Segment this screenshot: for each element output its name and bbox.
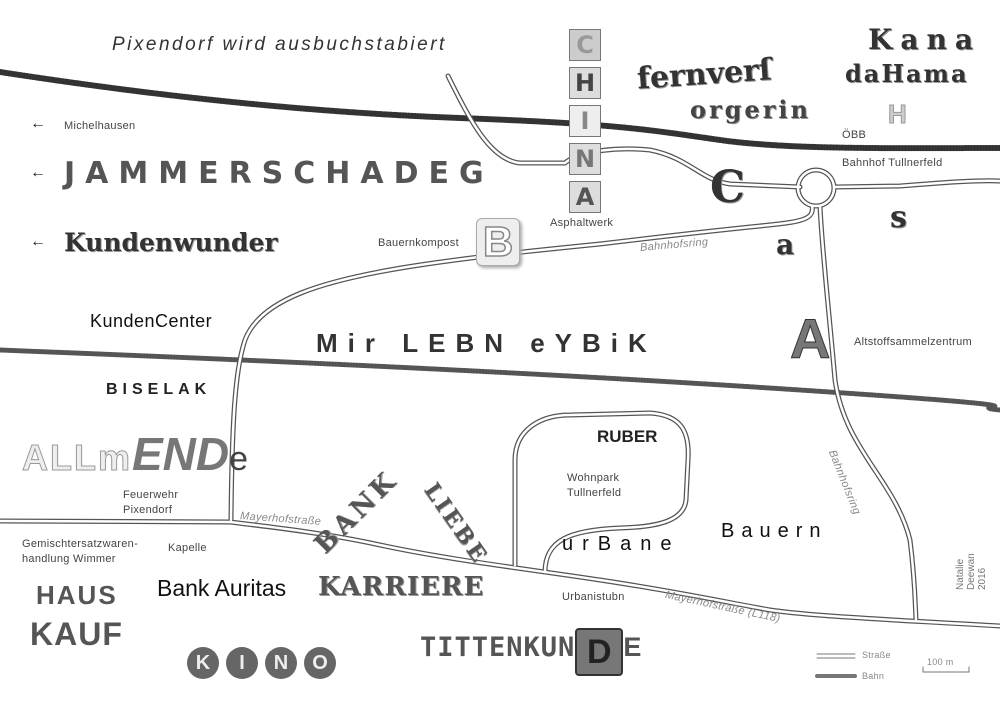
word-ruber: RUBER: [597, 427, 658, 446]
legend-road-label: Straße: [862, 650, 891, 660]
label-asphaltwerk: Asphaltwerk: [550, 217, 614, 229]
allmende-part: ALLm: [22, 437, 132, 479]
word-china: C H I N A: [569, 29, 601, 219]
word-big-a: A: [789, 307, 831, 371]
word-urbane: urBane: [562, 533, 681, 555]
road-east: [817, 203, 919, 623]
label-line: Feuerwehr: [123, 489, 179, 501]
word-bauern: Bauern: [721, 520, 828, 542]
tittenkunde-part: D: [575, 628, 624, 676]
china-letter: N: [569, 143, 601, 175]
map-title: Pixendorf wird ausbuchstabiert: [112, 34, 447, 55]
railway-middle: [0, 347, 1000, 413]
word-orgerin: orgerin: [690, 95, 811, 124]
scale-bar: [922, 666, 970, 673]
kino-letter: K: [187, 647, 219, 679]
word-b-tile: B: [476, 218, 520, 266]
scale-label: 100 m: [927, 657, 954, 667]
word-kundencenter: KundenCenter: [90, 311, 213, 331]
word-kana: Kana: [868, 23, 981, 56]
word-biselak: BISELAK: [106, 381, 212, 398]
tittenkunde-part: TITTENKUN: [420, 632, 576, 664]
credit: Natalie Deewan 2016: [955, 553, 988, 590]
word-kauf: KAUF: [30, 616, 123, 652]
word-mir-lebn-eybik: Mir LEBN eYBiK: [316, 328, 657, 358]
china-letter: A: [569, 181, 601, 213]
word-a-small: a: [776, 228, 795, 261]
tittenkunde-part: E: [623, 632, 642, 663]
allmende-part: END: [132, 428, 230, 480]
arrow-left-icon: ←: [30, 164, 46, 181]
word-allmende: ALLmENDe: [22, 428, 249, 492]
road-mayerhof: [0, 518, 1000, 629]
china-letter: I: [569, 105, 601, 137]
label-line: handlung Wimmer: [22, 552, 116, 565]
label-kapelle: Kapelle: [168, 542, 207, 554]
word-karriere: KARRIERE: [318, 572, 485, 602]
word-kundenwunder: Kundenwunder: [64, 228, 278, 257]
word-jammerschadeg: JAMMERSCHADEG: [64, 156, 494, 191]
word-haus: HAUS: [36, 580, 118, 610]
word-h: H: [888, 99, 908, 129]
legend-rail-label: Bahn: [862, 671, 885, 681]
kino-letter: I: [226, 647, 258, 679]
legend-road-symbol: [816, 653, 856, 659]
china-letter: H: [569, 67, 601, 99]
word-dahama: daHama: [845, 59, 969, 88]
label-line: Pixendorf: [123, 503, 173, 516]
arrow-left-icon: ←: [30, 233, 46, 250]
label-urbanistubn: Urbanistubn: [562, 591, 625, 603]
allmende-part: e: [229, 440, 249, 478]
china-letter: C: [569, 29, 601, 61]
label-bauernkompost: Bauernkompost: [378, 237, 459, 249]
kino-letter: N: [265, 647, 297, 679]
label-bahnhof-tullnerfeld: Bahnhof Tullnerfeld: [842, 157, 943, 169]
label-line: Gemischtersatzwaren-: [22, 538, 139, 550]
label-gemischtwaren: Gemischtersatzwaren-handlung Wimmer: [22, 537, 138, 567]
label-altstoffsammelzentrum: Altstoffsammelzentrum: [854, 336, 972, 348]
word-s: s: [890, 200, 907, 235]
kino-letter: O: [304, 647, 336, 679]
arrow-left-icon: ←: [30, 115, 46, 132]
label-line: Wohnpark: [567, 472, 620, 484]
label-michelhausen: Michelhausen: [64, 120, 136, 132]
word-bank-auritas: Bank Auritas: [157, 575, 287, 601]
word-c: C: [710, 162, 746, 213]
label-line: Tullnerfeld: [567, 486, 622, 499]
label-obb: ÖBB: [842, 129, 867, 141]
